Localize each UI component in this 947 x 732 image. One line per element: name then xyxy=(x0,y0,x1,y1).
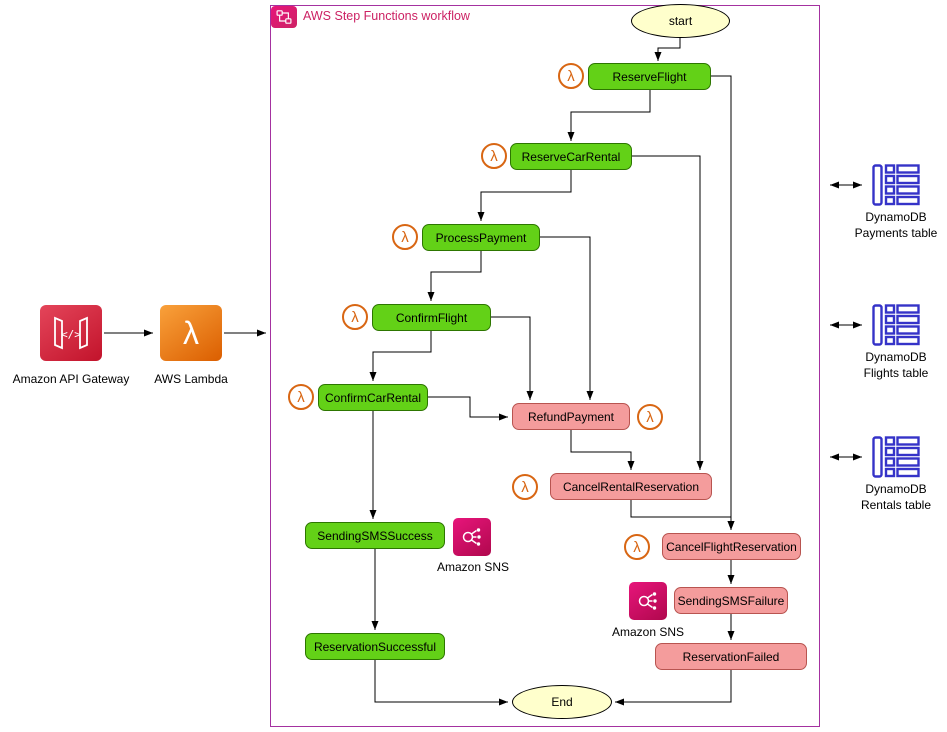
workflow-group-title: AWS Step Functions workflow xyxy=(303,9,470,23)
step-functions-glyph xyxy=(276,10,292,24)
lambda-glyph: λ xyxy=(646,408,654,426)
node-reserve-car-rental: ReserveCarRental xyxy=(510,143,632,170)
sns-glyph xyxy=(638,592,657,610)
node-reserve-flight: ReserveFlight xyxy=(588,63,711,90)
lambda-icon-process-payment: λ xyxy=(392,224,418,250)
sns-icon-failure xyxy=(629,582,667,620)
node-confirm-flight: ConfirmFlight xyxy=(372,304,491,331)
lambda-icon-cancel-flight-reservation: λ xyxy=(624,534,650,560)
node-cancel-flight-reservation: CancelFlightReservation xyxy=(662,533,801,560)
lambda-icon-cancel-rental-reservation: λ xyxy=(512,474,538,500)
node-start: start xyxy=(631,4,730,38)
dynamodb-flights-line1: DynamoDB xyxy=(865,350,927,364)
step-functions-group-border xyxy=(270,5,820,727)
node-reservation-failed: ReservationFailed xyxy=(655,643,807,670)
lambda-icon-confirm-car-rental: λ xyxy=(288,384,314,410)
dynamodb-icon-flights xyxy=(871,303,921,352)
node-cancel-rental-reservation: CancelRentalReservation xyxy=(550,473,712,500)
lambda-icon-reserve-car-rental: λ xyxy=(481,143,507,169)
node-end: End xyxy=(512,685,612,719)
lambda-service-icon: λ xyxy=(160,305,222,361)
dynamodb-rentals-label: DynamoDB Rentals table xyxy=(841,481,947,513)
lambda-service-label: AWS Lambda xyxy=(154,372,228,386)
api-gateway-glyph-shape: </> xyxy=(54,316,88,350)
dynamodb-glyph xyxy=(872,164,920,206)
lambda-icon-refund-payment: λ xyxy=(637,404,663,430)
dynamodb-payments-line2: Payments table xyxy=(854,226,938,240)
lambda-glyph: λ xyxy=(297,388,305,406)
lambda-glyph: λ xyxy=(490,147,498,165)
lambda-icon-confirm-flight: λ xyxy=(342,304,368,330)
sns-success-label: Amazon SNS xyxy=(436,560,510,574)
dynamodb-rentals-line1: DynamoDB xyxy=(865,482,927,496)
api-gateway-glyph: </> xyxy=(61,328,81,341)
node-confirm-car-rental: ConfirmCarRental xyxy=(318,384,428,411)
dynamodb-flights-label: DynamoDB Flights table xyxy=(841,349,947,381)
lambda-glyph: λ xyxy=(633,538,641,556)
dynamodb-icon-payments xyxy=(871,163,921,212)
sns-failure-label: Amazon SNS xyxy=(611,625,685,639)
lambda-glyph: λ xyxy=(401,228,409,246)
sns-icon-success xyxy=(453,518,491,556)
step-functions-icon xyxy=(271,6,297,28)
dynamodb-payments-label: DynamoDB Payments table xyxy=(841,209,947,241)
lambda-icon-reserve-flight: λ xyxy=(558,63,584,89)
api-gateway-label: Amazon API Gateway xyxy=(12,372,130,386)
node-process-payment: ProcessPayment xyxy=(422,224,540,251)
dynamodb-payments-line1: DynamoDB xyxy=(865,210,927,224)
api-gateway-icon: </> xyxy=(40,305,102,361)
node-reservation-successful: ReservationSuccessful xyxy=(305,633,445,660)
lambda-glyph: λ xyxy=(521,478,529,496)
lambda-glyph: λ xyxy=(351,308,359,326)
dynamodb-glyph xyxy=(872,436,920,478)
dynamodb-flights-line2: Flights table xyxy=(863,366,929,380)
sns-glyph xyxy=(462,528,481,546)
lambda-glyph: λ xyxy=(567,67,575,85)
dynamodb-rentals-line2: Rentals table xyxy=(860,498,932,512)
node-sending-sms-success: SendingSMSSuccess xyxy=(305,522,445,549)
lambda-glyph: λ xyxy=(183,315,199,351)
node-refund-payment: RefundPayment xyxy=(512,403,630,430)
dynamodb-icon-rentals xyxy=(871,435,921,484)
node-sending-sms-failure: SendingSMSFailure xyxy=(674,587,788,614)
dynamodb-glyph xyxy=(872,304,920,346)
